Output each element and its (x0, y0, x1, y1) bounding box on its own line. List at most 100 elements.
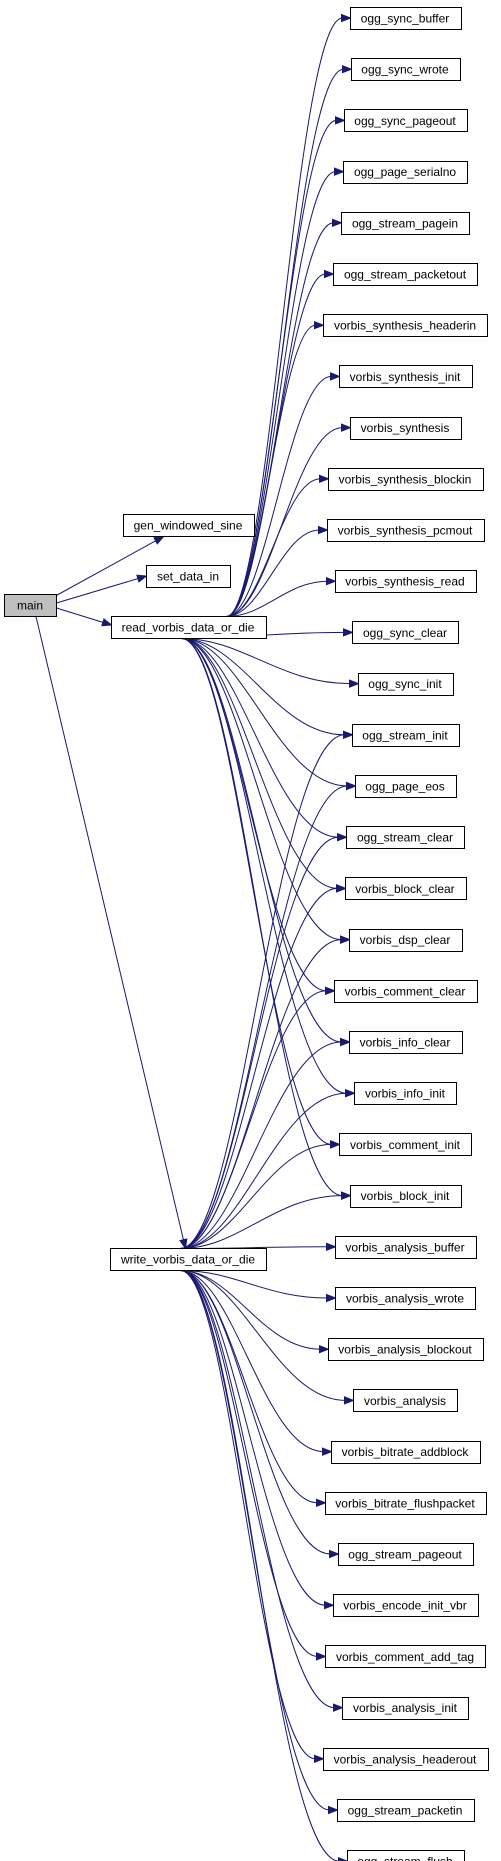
node-label: vorbis_bitrate_addblock (342, 1445, 470, 1459)
node-label: ogg_stream_flush (357, 1855, 452, 1861)
node-vorbis-synthesis[interactable]: vorbis_synthesis (350, 417, 462, 440)
node-vorbis-analysis-buffer[interactable]: vorbis_analysis_buffer (335, 1236, 477, 1259)
node-label: write_vorbis_data_or_die (120, 1253, 255, 1267)
node-box (335, 1287, 476, 1310)
node-write-vorbis-data-or-die[interactable]: write_vorbis_data_or_die (110, 1248, 267, 1271)
edge-write-vorbis-analysis-blockout (180, 1270, 330, 1354)
node-label: vorbis_analysis_init (353, 1701, 458, 1715)
node-vorbis-synthesis-init[interactable]: vorbis_synthesis_init (339, 365, 473, 388)
edge-main-set-data-in (56, 574, 148, 604)
node-label: vorbis_analysis_wrote (346, 1292, 464, 1306)
edge-write-ogg-stream-pageout (180, 1270, 340, 1559)
node-label: ogg_page_eos (365, 780, 444, 794)
node-box (328, 468, 484, 491)
node-box (339, 365, 473, 388)
edge-write-vorbis-analysis-init (180, 1270, 344, 1712)
edge-write-ogg-page-eos (180, 781, 357, 1249)
node-ogg-sync-init[interactable]: ogg_sync_init (358, 673, 454, 696)
node-box (349, 1031, 463, 1054)
node-box (331, 1441, 481, 1464)
node-ogg-stream-init[interactable]: ogg_stream_init (352, 724, 460, 747)
node-label: vorbis_synthesis_read (345, 575, 464, 589)
edge-write-vorbis-bitrate-addblock (180, 1270, 333, 1456)
node-vorbis-block-init[interactable]: vorbis_block_init (350, 1185, 462, 1208)
node-box (335, 1236, 477, 1259)
node-vorbis-info-clear[interactable]: vorbis_info_clear (349, 1031, 463, 1054)
node-label: vorbis_comment_add_tag (336, 1650, 474, 1664)
node-vorbis-comment-clear[interactable]: vorbis_comment_clear (334, 980, 478, 1003)
node-set-data-in[interactable]: set_data_in (146, 565, 231, 588)
edge-main-gen-windowed-sine (54, 535, 165, 597)
node-vorbis-comment-add-tag[interactable]: vorbis_comment_add_tag (325, 1645, 486, 1668)
node-ogg-stream-packetin[interactable]: ogg_stream_packetin (337, 1799, 475, 1822)
node-label: vorbis_synthesis_init (350, 370, 461, 384)
edge-main-write-vorbis (35, 616, 188, 1250)
node-label: ogg_sync_clear (363, 626, 447, 640)
node-ogg-stream-clear[interactable]: ogg_stream_clear (346, 826, 465, 849)
node-box (334, 980, 478, 1003)
node-label: ogg_page_serialno (354, 165, 456, 179)
node-ogg-sync-buffer[interactable]: ogg_sync_buffer (350, 7, 462, 30)
node-box (323, 1748, 489, 1771)
node-box (4, 594, 57, 617)
node-box (342, 1697, 469, 1720)
node-main[interactable]: main (4, 594, 57, 617)
node-box (354, 1082, 457, 1105)
edge-read-vorbis-synthesis-pcmout (226, 525, 329, 617)
node-ogg-stream-pagein[interactable]: ogg_stream_pagein (341, 212, 470, 235)
node-ogg-sync-clear[interactable]: ogg_sync_clear (352, 621, 459, 644)
edge-read-vorbis-block-clear (181, 638, 347, 893)
node-ogg-sync-pageout[interactable]: ogg_sync_pageout (344, 109, 468, 132)
node-label: vorbis_bitrate_flushpacket (335, 1496, 475, 1510)
node-vorbis-analysis-init[interactable]: vorbis_analysis_init (342, 1697, 469, 1720)
node-vorbis-bitrate-flushpacket[interactable]: vorbis_bitrate_flushpacket (325, 1492, 487, 1515)
edge-write-vorbis-block-init (180, 1191, 352, 1249)
node-vorbis-analysis-headerout[interactable]: vorbis_analysis_headerout (323, 1748, 489, 1771)
node-vorbis-bitrate-addblock[interactable]: vorbis_bitrate_addblock (331, 1441, 481, 1464)
node-vorbis-analysis[interactable]: vorbis_analysis (353, 1389, 458, 1412)
edge-read-vorbis-info-clear (181, 638, 351, 1047)
node-vorbis-synthesis-headerin[interactable]: vorbis_synthesis_headerin (323, 314, 488, 337)
node-vorbis-dsp-clear[interactable]: vorbis_dsp_clear (349, 929, 463, 952)
node-box (325, 1492, 487, 1515)
node-read-vorbis-data-or-die[interactable]: read_vorbis_data_or_die (111, 616, 267, 639)
node-vorbis-analysis-blockout[interactable]: vorbis_analysis_blockout (328, 1338, 484, 1361)
node-label: vorbis_encode_init_vbr (343, 1599, 466, 1613)
edge-write-ogg-stream-flush (180, 1270, 349, 1861)
node-box (352, 724, 460, 747)
node-vorbis-synthesis-read[interactable]: vorbis_synthesis_read (335, 570, 477, 593)
node-vorbis-synthesis-pcmout[interactable]: vorbis_synthesis_pcmout (327, 519, 485, 542)
node-vorbis-analysis-wrote[interactable]: vorbis_analysis_wrote (335, 1287, 476, 1310)
edge-read-ogg-sync-pageout (226, 116, 346, 617)
node-vorbis-info-init[interactable]: vorbis_info_init (354, 1082, 457, 1105)
node-ogg-page-serialno[interactable]: ogg_page_serialno (343, 161, 468, 184)
node-vorbis-block-clear[interactable]: vorbis_block_clear (345, 877, 467, 900)
edge-write-vorbis-block-clear (180, 884, 347, 1249)
edge-read-vorbis-synthesis-read (226, 576, 337, 617)
node-box (346, 826, 465, 849)
node-vorbis-synthesis-blockin[interactable]: vorbis_synthesis_blockin (328, 468, 484, 491)
node-box (350, 417, 462, 440)
node-ogg-stream-pageout[interactable]: ogg_stream_pageout (338, 1543, 474, 1566)
node-vorbis-encode-init-vbr[interactable]: vorbis_encode_init_vbr (333, 1594, 479, 1617)
node-ogg-stream-packetout[interactable]: ogg_stream_packetout (333, 263, 478, 286)
node-gen-windowed-sine[interactable]: gen_windowed_sine (123, 514, 255, 537)
node-box (146, 565, 231, 588)
edge-read-vorbis-synthesis-blockin (226, 474, 330, 617)
edge-write-vorbis-encode-init-vbr (180, 1270, 335, 1610)
node-ogg-sync-wrote[interactable]: ogg_sync_wrote (351, 58, 461, 81)
node-ogg-page-eos[interactable]: ogg_page_eos (355, 775, 457, 798)
edge-write-vorbis-analysis-wrote (180, 1270, 337, 1303)
edge-write-vorbis-comment-clear (180, 986, 336, 1249)
node-box (333, 1594, 479, 1617)
node-label: ogg_sync_wrote (361, 63, 449, 77)
node-ogg-stream-flush[interactable]: ogg_stream_flush (347, 1850, 465, 1861)
edge-main-read-vorbis (56, 607, 113, 627)
edge-read-vorbis-dsp-clear (181, 638, 351, 944)
node-vorbis-comment-init[interactable]: vorbis_comment_init (339, 1133, 472, 1156)
edge-read-ogg-page-eos (181, 638, 357, 791)
node-label: vorbis_dsp_clear (360, 933, 451, 947)
edge-read-vorbis-info-init (181, 638, 356, 1098)
node-box (347, 1850, 465, 1861)
